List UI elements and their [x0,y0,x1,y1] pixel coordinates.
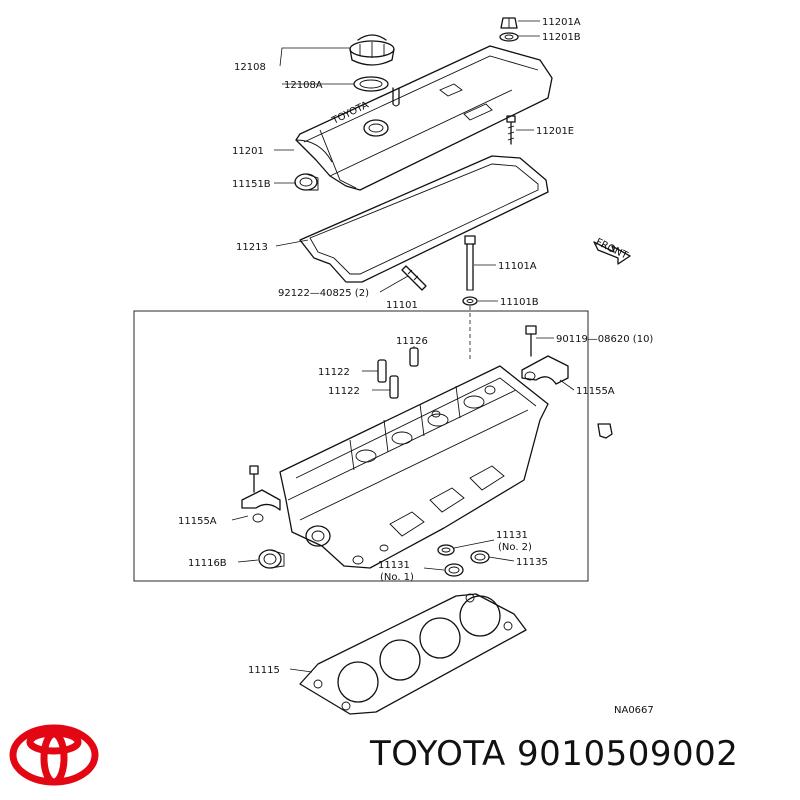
camshaft-oil-seal-part [258,549,285,569]
head-bolt-washer-part [462,296,478,306]
label-11101: 11101 [386,300,418,311]
head-bolt-part [464,235,476,291]
filler-cap-gasket-part [353,76,389,92]
plug-part [597,423,613,439]
label-11201E: 11201E [536,126,574,137]
front-arrow-icon: FRONT [593,237,631,265]
label-92122-40825: 92122—40825 (2) [278,288,369,299]
cylinder-head-cover-part: TOYOTA [295,45,553,191]
stud-bolt-part [401,265,427,291]
dowel-pin-part [377,347,419,399]
valve-guide-bush-part [437,544,490,577]
label-11115: 11115 [248,665,280,676]
oil-filler-cap-part [349,34,395,66]
camshaft-bearing-cap-left-part [241,465,281,523]
label-11116B: 11116B [188,558,227,569]
label-11201: 11201 [232,146,264,157]
cover-embossed-lettering: TOYOTA [330,100,371,128]
label-11131-no2: 11131 [496,530,528,541]
cylinder-head-subassembly-frame [133,310,589,582]
label-90119-08620: 90119—08620 (10) [556,334,653,345]
camshaft-bearing-cap-right-part [521,355,569,385]
label-11122-lower: 11122 [328,386,360,397]
label-11151B: 11151B [232,179,271,190]
label-11213: 11213 [236,242,268,253]
part-number: 9010509002 [517,734,739,774]
label-11135: 11135 [516,557,548,568]
label-11126: 11126 [396,336,428,347]
label-11131-no1-qualifier: (No. 1) [380,572,414,583]
cap-nut-part [499,17,519,42]
plug-seal-part [294,173,319,191]
label-11201A: 11201A [542,17,581,28]
label-11155A-left: 11155A [178,516,217,527]
figure-code: NA0667 [614,705,654,716]
label-12108: 12108 [234,62,266,73]
cover-gasket-part [299,155,549,283]
label-11155A-right: 11155A [576,386,615,397]
label-11131-no2-qualifier: (No. 2) [498,542,532,553]
cover-bolt-part [506,115,516,145]
label-11131-no1: 11131 [378,560,410,571]
label-11201B: 11201B [542,32,581,43]
brand-name: TOYOTA [370,734,506,774]
label-11122-upper: 11122 [318,367,350,378]
label-11101A: 11101A [498,261,537,272]
label-12108A: 12108A [284,80,323,91]
label-11101B: 11101B [500,297,539,308]
toyota-ellipses-logo-icon [9,724,99,786]
part-labels: 11201A 11201B 12108 12108A 11201E 11201 … [178,17,654,716]
leader-lines [231,20,575,673]
front-marker-text: FRONT [594,237,630,262]
cylinder-head-body-part [279,365,549,569]
head-gasket-part [299,593,527,715]
bearing-cap-bolt-part [525,325,537,357]
brand-and-part-number: TOYOTA 9010509002 [370,734,738,774]
